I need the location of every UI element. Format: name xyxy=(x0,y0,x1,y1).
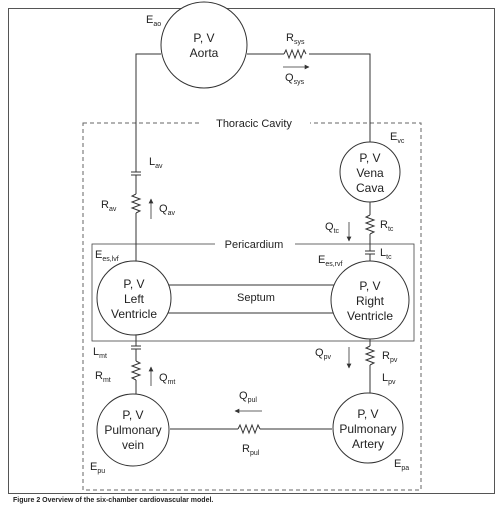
figure-caption-title: Figure 2 Overview of the six-chamber car… xyxy=(13,497,214,504)
svg-text:Aorta: Aorta xyxy=(190,46,219,60)
label-l-pv: Lpv xyxy=(382,372,396,386)
node-left-ventricle: P, V Left Ventricle xyxy=(96,260,172,336)
label-e-ao: Eao xyxy=(146,14,161,28)
resistor-tc xyxy=(364,214,376,235)
label-e-es-rvf: Ees,rvf xyxy=(318,254,343,268)
svg-text:P, V: P, V xyxy=(193,31,214,45)
label-r-pul: Rpul xyxy=(242,443,260,457)
node-pulmonary-vein: P, V Pulmonary vein xyxy=(96,393,170,467)
label-r-mt: Rmt xyxy=(95,370,111,384)
label-e-vc: Evc xyxy=(390,131,405,145)
pericardium-label: Pericardium xyxy=(225,239,284,251)
svg-text:Ventricle: Ventricle xyxy=(347,309,393,323)
label-e-pu: Epu xyxy=(90,461,105,475)
label-r-pv: Rpv xyxy=(382,350,398,364)
svg-text:P, V: P, V xyxy=(359,279,380,293)
wire-sys-venacava xyxy=(309,53,371,143)
label-r-av: Rav xyxy=(101,199,117,213)
node-right-ventricle: P, V Right Ventricle xyxy=(330,260,410,340)
label-q-pv: Qpv xyxy=(315,347,331,361)
svg-text:Right: Right xyxy=(356,294,385,308)
svg-text:P, V: P, V xyxy=(122,408,143,422)
svg-text:Vena: Vena xyxy=(356,166,384,180)
resistor-mt xyxy=(130,360,142,381)
label-l-av: Lav xyxy=(149,156,163,170)
node-pulmonary-artery: P, V Pulmonary Artery xyxy=(332,392,404,464)
wire-aorta-left xyxy=(135,53,161,172)
svg-text:Cava: Cava xyxy=(356,181,384,195)
node-vena-cava: P, V Vena Cava xyxy=(339,141,401,203)
svg-text:P, V: P, V xyxy=(123,277,144,291)
resistor-pul xyxy=(237,423,261,435)
label-e-es-lvf: Ees,lvf xyxy=(95,249,119,263)
label-q-tc: Qtc xyxy=(325,221,340,235)
svg-text:Ventricle: Ventricle xyxy=(111,307,157,321)
label-e-pa: Epa xyxy=(394,458,409,472)
svg-text:vein: vein xyxy=(122,438,144,452)
figure-caption: Figure 2 Overview of the six-chamber car… xyxy=(13,497,213,504)
svg-text:Left: Left xyxy=(124,292,145,306)
node-aorta: P, V Aorta xyxy=(160,1,248,89)
figure-frame xyxy=(8,8,495,494)
svg-text:P, V: P, V xyxy=(357,407,378,421)
label-q-mt: Qmt xyxy=(159,372,175,386)
label-l-mt: Lmt xyxy=(93,346,107,360)
svg-text:Pulmonary: Pulmonary xyxy=(104,423,161,437)
septum-label: Septum xyxy=(237,292,275,304)
label-l-tc: Ltc xyxy=(380,247,392,261)
thoracic-cavity-label: Thoracic Cavity xyxy=(216,118,292,130)
svg-text:Artery: Artery xyxy=(352,437,384,451)
label-q-pul: Qpul xyxy=(239,390,257,404)
svg-text:Pulmonary: Pulmonary xyxy=(339,422,396,436)
resistor-pv xyxy=(364,345,376,366)
svg-text:P, V: P, V xyxy=(359,151,380,165)
label-q-av: Qav xyxy=(159,203,175,217)
label-r-sys: Rsys xyxy=(286,32,305,46)
label-q-sys: Qsys xyxy=(285,72,305,86)
label-r-tc: Rtc xyxy=(380,219,394,233)
resistor-av xyxy=(130,193,142,214)
resistor-sys xyxy=(283,48,307,60)
